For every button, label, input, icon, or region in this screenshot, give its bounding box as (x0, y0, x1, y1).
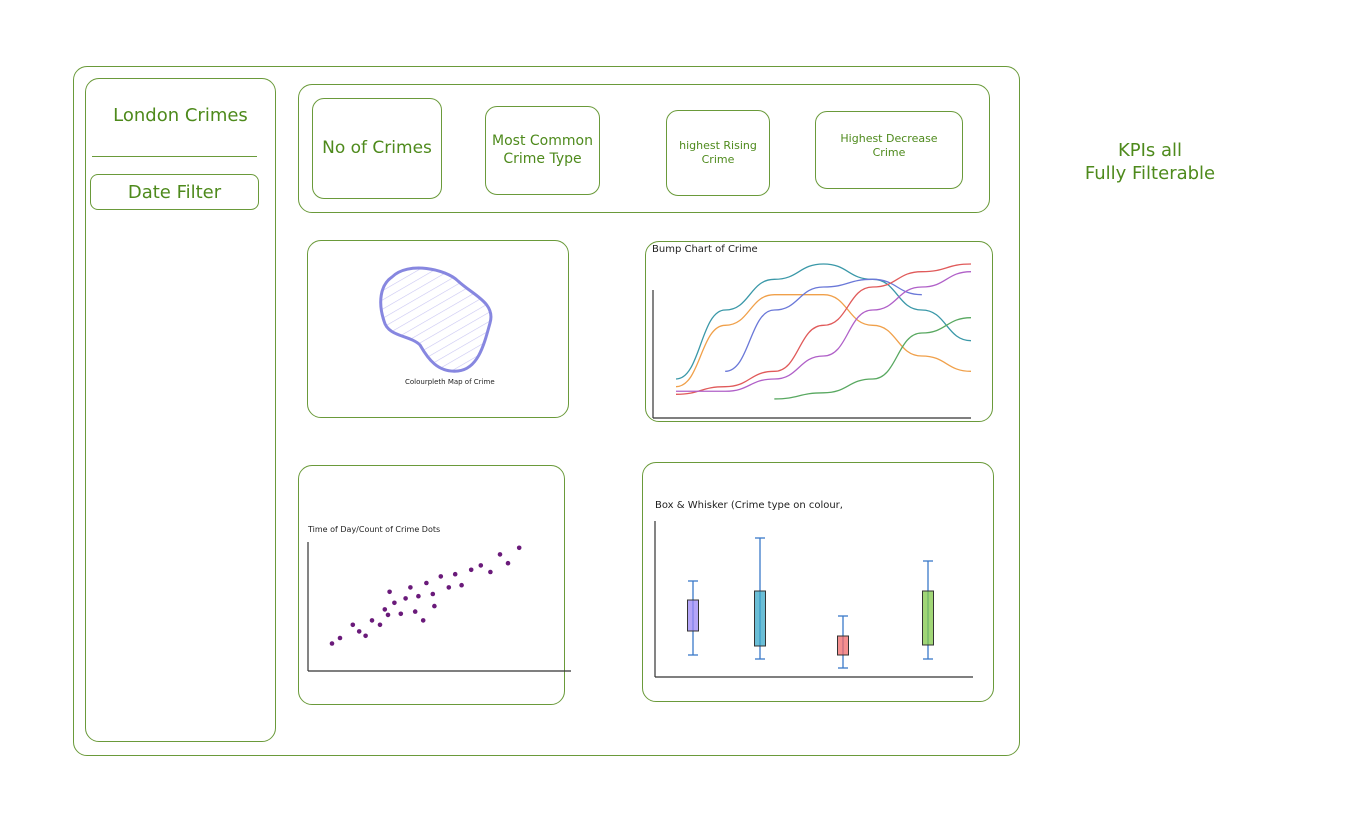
scatter-chart (307, 542, 571, 672)
sidebar-panel: London Crimes Date Filter (85, 78, 276, 742)
scatter-point (337, 635, 343, 641)
scatter-point (459, 582, 464, 588)
scatter-point (516, 545, 522, 551)
scatter-point (497, 552, 503, 557)
box-rect (922, 590, 934, 646)
kpi-card-highest-decrease-crime[interactable]: Highest Decrease Crime (815, 111, 963, 189)
choropleth-map (379, 266, 493, 373)
box-rect (837, 635, 849, 656)
scatter-point (377, 622, 383, 628)
scatter-point (430, 591, 436, 597)
scatter-point (488, 569, 493, 575)
kpi-label: Most Common Crime Type (492, 133, 593, 167)
bump-series-6 (774, 317, 972, 400)
bump-series-3 (725, 278, 922, 372)
scatter-point (478, 563, 484, 568)
bump-series-1 (675, 263, 972, 380)
kpi-card-most-common-crime-type[interactable]: Most Common Crime Type (485, 106, 600, 195)
scatter-point (468, 567, 474, 573)
scatter-point (329, 641, 335, 646)
scatter-point (350, 622, 356, 628)
box-plot-3 (837, 615, 849, 669)
kpi-card-no-of-crimes[interactable]: No of Crimes (312, 98, 442, 199)
box-whisker-title: Box & Whisker (Crime type on colour, (655, 500, 843, 511)
kpi-annotation: KPIs all Fully Filterable (1084, 140, 1216, 185)
scatter-point (363, 633, 368, 639)
sidebar-divider (92, 156, 257, 157)
scatter-point (385, 612, 391, 618)
kpi-panel (298, 84, 990, 213)
scatter-point (438, 574, 444, 579)
scatter-point (408, 585, 413, 590)
scatter-point (424, 580, 429, 586)
scatter-point (392, 600, 397, 606)
box-plot-4 (922, 560, 934, 660)
box-whisker-panel: Box & Whisker (Crime type on colour, (642, 462, 994, 702)
scatter-point (412, 609, 418, 614)
scatter-point (420, 618, 426, 623)
scatter-panel: Time of Day/Count of Crime Dots (298, 465, 571, 705)
box-plot-1 (687, 580, 699, 656)
scatter-point (369, 618, 375, 623)
box-whisker-chart (654, 521, 973, 678)
bump-series-4 (675, 263, 972, 395)
scatter-point (432, 603, 437, 609)
scatter-point (356, 629, 362, 634)
scatter-point (452, 571, 458, 577)
scatter-point (403, 596, 408, 601)
bump-series-2 (675, 294, 972, 388)
scatter-point (505, 560, 511, 566)
scatter-point (382, 607, 388, 612)
bump-chart-title: Bump Chart of Crime (652, 244, 758, 255)
date-filter-label: Date Filter (127, 181, 222, 203)
bump-chart-panel: Bump Chart of Crime (645, 241, 993, 422)
box-plot-2 (754, 537, 766, 660)
box-rect (687, 599, 699, 632)
scatter-point (416, 593, 421, 599)
kpi-label: highest Rising Crime (679, 139, 757, 166)
dashboard-frame (73, 66, 1020, 756)
scatter-chart-title: Time of Day/Count of Crime Dots (308, 525, 441, 534)
map-region-shape (379, 266, 493, 373)
map-caption: Colourpleth Map of Crime (405, 378, 495, 386)
scatter-point (398, 611, 404, 617)
kpi-label: Highest Decrease Crime (840, 132, 938, 159)
bump-series-5 (675, 271, 972, 392)
sidebar-title: London Crimes (113, 105, 248, 126)
date-filter-button[interactable]: Date Filter (90, 174, 259, 210)
map-panel: Colourpleth Map of Crime (307, 240, 569, 418)
box-rect (754, 590, 766, 647)
bump-chart (652, 263, 972, 419)
scatter-point (387, 589, 392, 595)
scatter-point (446, 585, 452, 590)
kpi-card-highest-rising-crime[interactable]: highest Rising Crime (666, 110, 770, 196)
kpi-label: No of Crimes (322, 137, 432, 158)
